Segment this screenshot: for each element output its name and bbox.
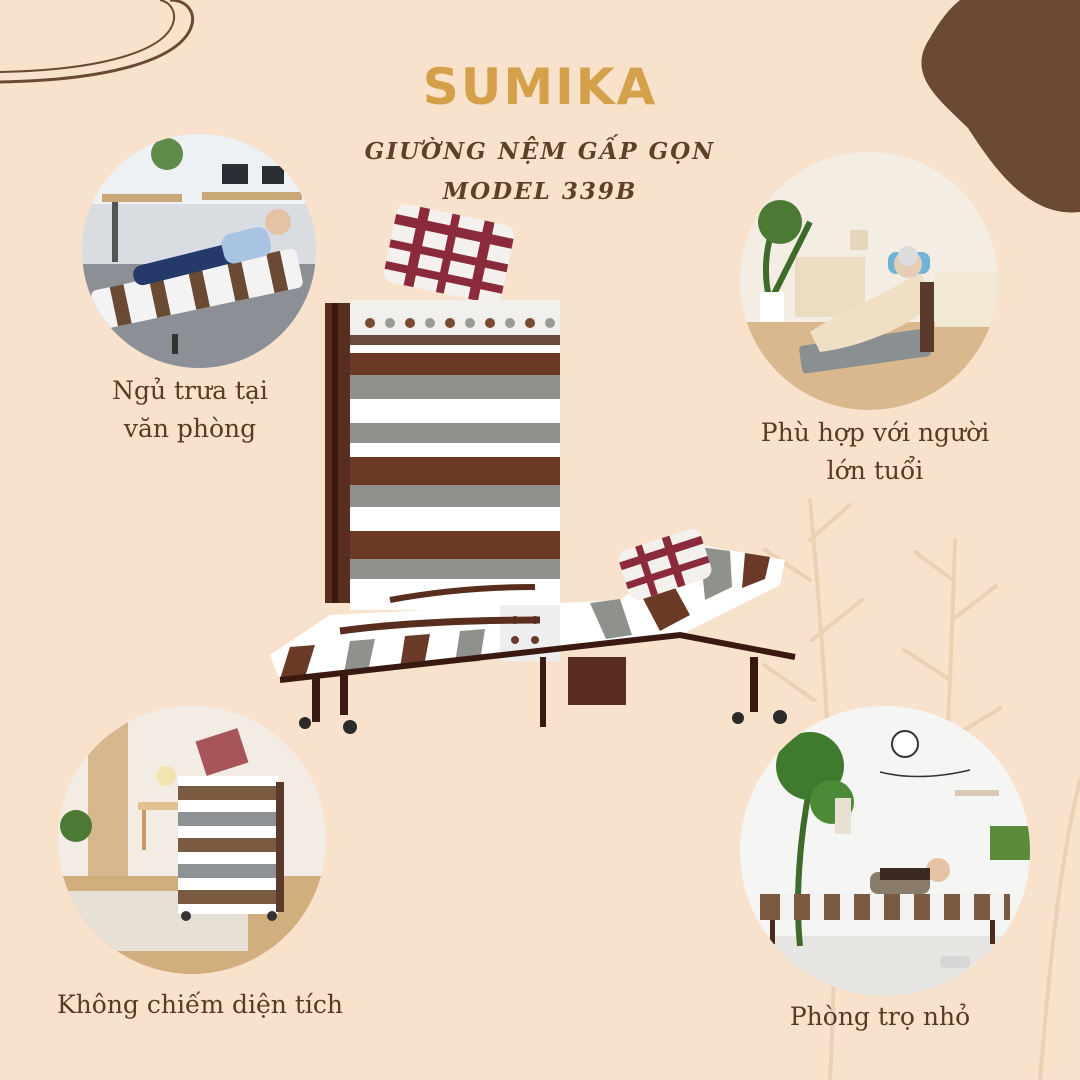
feature-caption-office: Ngủ trưa tại văn phòng: [112, 376, 268, 443]
brand-logo: SUMIKA: [422, 58, 658, 116]
product-model: MODEL 339B: [442, 178, 638, 205]
feature-caption-elderly: Phù hợp với người lớn tuổi: [760, 418, 990, 485]
pillow-top: [383, 204, 515, 304]
small-room-photo: [740, 706, 1030, 996]
folded-mattress: [350, 300, 560, 610]
space-saving-photo: [58, 706, 326, 974]
feature-caption-small-room: Phòng trọ nhỏ: [789, 1002, 971, 1031]
folding-bed-illustration: [270, 204, 796, 734]
feature-caption-space: Không chiếm diện tích: [57, 990, 343, 1019]
product-name: GIƯỜNG NỆM GẤP GỌN: [364, 138, 716, 165]
